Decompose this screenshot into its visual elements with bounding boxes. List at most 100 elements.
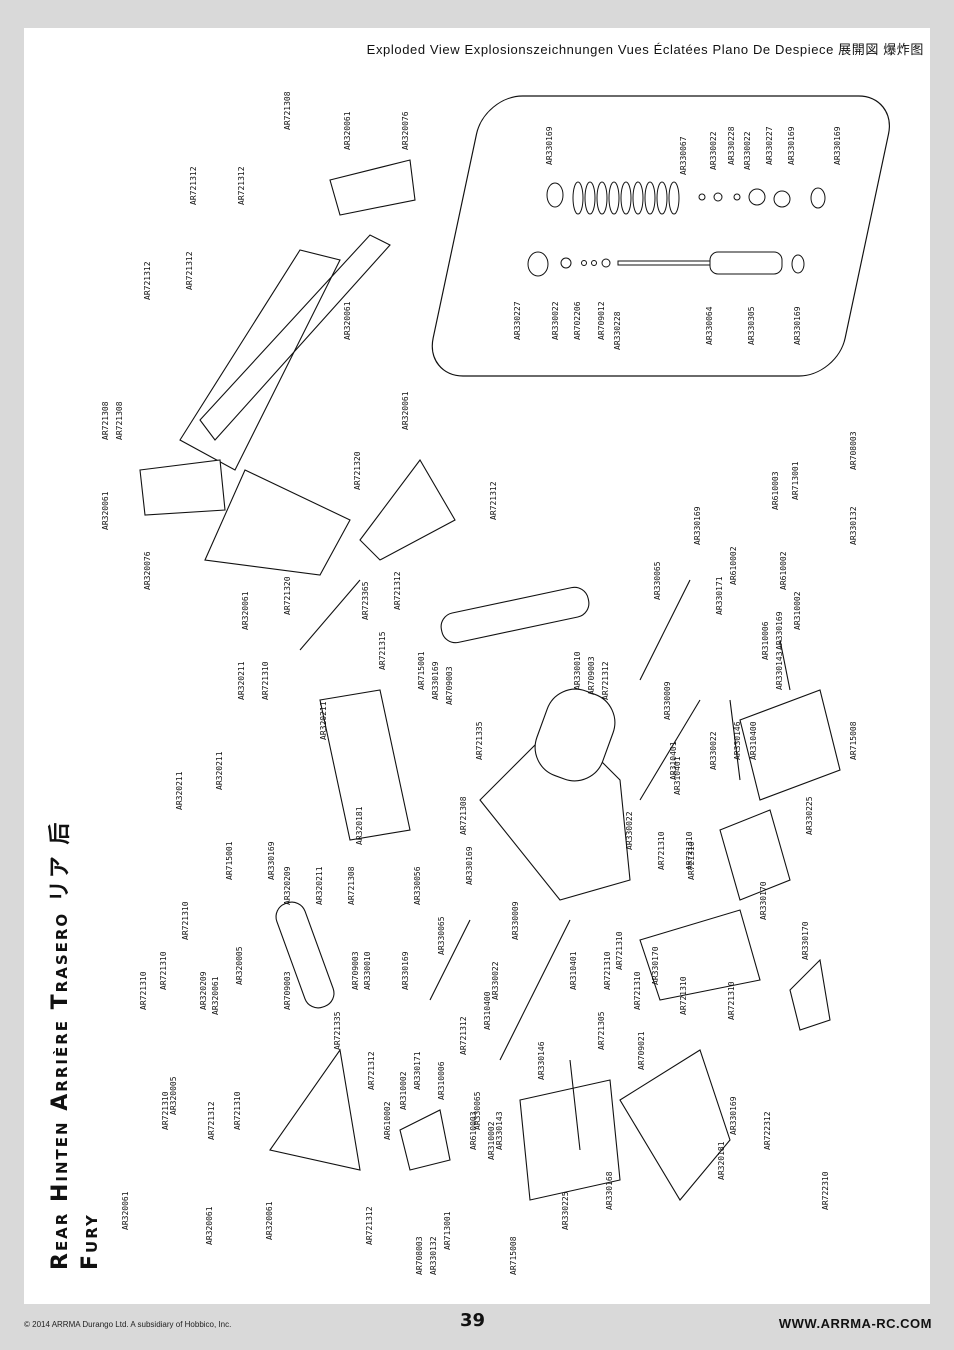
part-number-p67: AR721310 — [615, 931, 624, 970]
turnbuckle-left — [429, 919, 471, 1001]
turnbuckle-right — [639, 579, 691, 681]
part-number-s13: AR330228 — [613, 311, 622, 350]
part-number-p16: AR721320 — [283, 576, 292, 615]
part-number-p107: AR310401 — [669, 741, 678, 780]
shock-inset-frame — [431, 95, 890, 377]
hinge-pin-2 — [729, 699, 741, 781]
inset-end — [810, 187, 826, 209]
rear-lower-arm-left — [519, 1079, 621, 1201]
rear-hoop — [204, 469, 351, 576]
part-number-p94: AR721310 — [161, 1091, 170, 1130]
part-number-p114: AR330171 — [715, 576, 724, 615]
part-number-p87: AR610003 — [469, 1111, 478, 1150]
part-number-p51: AR721310 — [139, 971, 148, 1010]
part-number-p113: AR310002 — [793, 591, 802, 630]
part-number-p29: AR721335 — [475, 721, 484, 760]
part-number-s7: AR330169 — [787, 126, 796, 165]
shock-inset-parts — [527, 181, 826, 277]
inset-clip — [581, 260, 587, 266]
part-number-p79: AR722312 — [763, 1111, 772, 1150]
part-number-p22: AR330169 — [431, 661, 440, 700]
inset-collar — [748, 188, 766, 206]
inset-o-ring-3 — [560, 257, 572, 269]
part-number-p47: AR709003 — [351, 951, 360, 990]
part-number-p44: AR320211 — [315, 866, 324, 905]
part-number-p23: AR330010 — [573, 651, 582, 690]
part-number-p45: AR721308 — [347, 866, 356, 905]
part-number-p14: AR721320 — [353, 451, 362, 490]
part-number-p99: AR320061 — [265, 1201, 274, 1240]
part-number-p57: AR330022 — [625, 811, 634, 850]
part-number-p40: AR330009 — [511, 901, 520, 940]
inset-cap — [773, 190, 791, 208]
part-number-p11: AR320061 — [101, 491, 110, 530]
part-number-p93: AR320061 — [121, 1191, 130, 1230]
rear-upper-arm-left — [269, 1048, 361, 1171]
part-number-s3: AR330022 — [709, 131, 718, 170]
inset-spring — [572, 181, 680, 215]
rear-side-hoop — [359, 459, 456, 561]
rear-assembly-parts — [139, 159, 841, 1201]
part-number-p1: AR721308 — [283, 91, 292, 130]
part-number-p119: AR713001 — [791, 461, 800, 500]
part-number-p50: AR721310 — [159, 951, 168, 990]
part-number-p61: AR330146 — [537, 1041, 546, 1080]
part-number-p17: AR721312 — [393, 571, 402, 610]
part-number-p83: AR610002 — [383, 1101, 392, 1140]
part-number-p21: AR715001 — [417, 651, 426, 690]
part-number-p117: AR330169 — [775, 611, 784, 650]
part-number-p55: AR709003 — [283, 971, 292, 1010]
rear-upper-arm-right — [739, 689, 841, 801]
inset-rod-end — [791, 254, 805, 274]
part-number-p73: AR330170 — [801, 921, 810, 960]
part-number-p28: AR709003 — [445, 666, 454, 705]
part-number-p72: AR330170 — [759, 881, 768, 920]
part-number-p85: AR330171 — [413, 1051, 422, 1090]
rear-lower-arm-right — [639, 909, 761, 1001]
rear-hub-carrier — [719, 809, 791, 901]
part-number-p52: AR320209 — [199, 971, 208, 1010]
part-number-p5: AR721312 — [237, 166, 246, 205]
inset-piston — [591, 260, 597, 266]
part-number-p25: AR721312 — [601, 661, 610, 700]
part-number-p81: AR715008 — [509, 1236, 518, 1275]
part-number-p91: AR713001 — [443, 1211, 452, 1250]
part-number-p115: AR310006 — [761, 621, 770, 660]
part-number-p95: AR721312 — [207, 1101, 216, 1140]
part-number-p31: AR721310 — [261, 661, 270, 700]
rear-hub-right — [789, 958, 831, 1031]
rear-bumper-plate — [329, 159, 416, 216]
part-number-p13: AR320061 — [401, 391, 410, 430]
part-number-p70: AR721310 — [727, 981, 736, 1020]
part-number-p2: AR320061 — [343, 111, 352, 150]
part-number-p80: AR722310 — [821, 1171, 830, 1210]
part-number-p111: AR330143 — [775, 651, 784, 690]
part-number-p108: AR721310 — [685, 831, 694, 870]
shock-right — [440, 586, 590, 644]
part-number-p121: AR330132 — [849, 506, 858, 545]
part-number-p53: AR320061 — [211, 976, 220, 1015]
part-number-p97: AR320005 — [169, 1076, 178, 1115]
part-number-p19: AR721312 — [489, 481, 498, 520]
website-link[interactable]: WWW.ARRMA-RC.COM — [778, 1316, 932, 1331]
part-number-p101: AR330169 — [729, 1096, 738, 1135]
part-number-p63: AR310401 — [673, 756, 682, 795]
part-number-p69: AR721310 — [679, 976, 688, 1015]
page-sheet — [24, 28, 930, 1304]
motor-can — [534, 688, 616, 782]
part-number-p26: AR330065 — [653, 561, 662, 600]
part-number-p110: AR715008 — [849, 721, 858, 760]
part-number-p109: AR330225 — [805, 796, 814, 835]
inset-shock-cap — [527, 251, 549, 277]
part-number-s10: AR330022 — [551, 301, 560, 340]
inset-washer — [713, 192, 723, 202]
part-number-s6: AR330227 — [765, 126, 774, 165]
inset-o-ring — [698, 193, 706, 201]
rear-skid-plate — [619, 1049, 731, 1201]
part-number-p35: AR320181 — [355, 806, 364, 845]
part-number-p66: AR721310 — [603, 951, 612, 990]
part-number-p68: AR721310 — [633, 971, 642, 1010]
part-number-s12: AR709012 — [597, 301, 606, 340]
shock-left — [275, 901, 335, 1009]
